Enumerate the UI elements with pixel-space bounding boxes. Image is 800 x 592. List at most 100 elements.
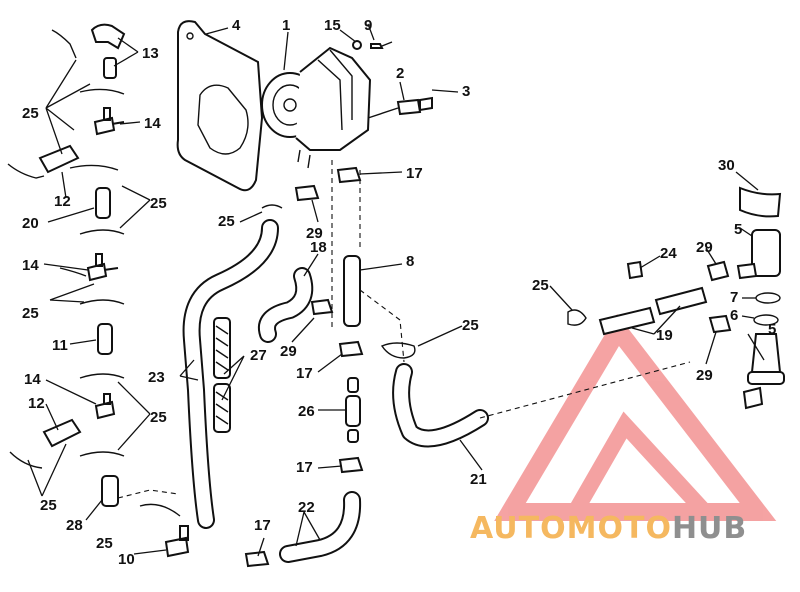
callout-30: 30	[718, 157, 735, 174]
callout-17b: 17	[296, 365, 313, 382]
watermark-hub: HUB	[672, 511, 747, 546]
watermark-triangle-inner	[568, 411, 711, 518]
hose-segment	[654, 286, 708, 316]
callout-12b: 12	[28, 395, 45, 412]
callout-12a: 12	[54, 193, 71, 210]
callout-25a: 25	[22, 105, 39, 122]
fuel-filter-bowl	[736, 229, 781, 280]
hose-clamp	[79, 299, 125, 305]
watermark-text: AUTOMOTOHUB	[470, 511, 747, 546]
callout-2: 2	[396, 65, 404, 82]
elbow-fitting	[164, 525, 190, 558]
clamp-29	[706, 260, 730, 282]
hose-clamp	[139, 503, 181, 517]
callout-21: 21	[470, 471, 487, 488]
tee-fitting	[86, 253, 119, 282]
callout-25d: 25	[150, 409, 167, 426]
primer-bulb	[345, 377, 361, 443]
callout-17a: 17	[406, 165, 423, 182]
callout-14b: 14	[22, 257, 39, 274]
callout-10: 10	[118, 551, 135, 568]
watermark-auto: AUTO	[470, 511, 567, 546]
line-segment	[9, 451, 43, 469]
callout-1: 1	[282, 17, 290, 34]
clamp-29	[708, 314, 732, 334]
line-segment	[51, 29, 77, 59]
hose-sleeves	[213, 317, 231, 433]
hose-clamp	[380, 342, 416, 359]
hose-clamp	[79, 229, 125, 235]
washer	[352, 40, 362, 50]
callout-25i: 25	[532, 277, 549, 294]
inline-filter	[42, 418, 82, 448]
screw	[370, 41, 393, 49]
callout-22: 22	[298, 499, 315, 516]
o-ring	[755, 292, 781, 304]
callout-14c: 14	[24, 371, 41, 388]
callout-15: 15	[324, 17, 341, 34]
fuel-hose	[343, 255, 361, 327]
hose-clamp	[567, 309, 587, 326]
callout-25g: 25	[218, 213, 235, 230]
callout-labels: 1 2 3 4 5 5 6 7 8 9 10 11 12 12 13 14 14…	[22, 17, 776, 568]
callout-14a: 14	[144, 115, 161, 132]
clamp-29	[310, 298, 334, 316]
callout-26: 26	[298, 403, 315, 420]
elbow-fitting	[90, 23, 126, 50]
hose-clamp	[79, 451, 125, 457]
callout-18: 18	[310, 239, 327, 256]
hose-piece	[97, 323, 113, 355]
tee-fitting	[94, 393, 116, 420]
fuel-fitting	[367, 96, 433, 119]
assembly-path	[331, 160, 361, 330]
clamp-17	[338, 456, 364, 474]
clamp-17	[244, 550, 270, 568]
callout-23: 23	[148, 369, 165, 386]
callout-17c: 17	[296, 459, 313, 476]
bracket-plate	[176, 20, 264, 192]
fuel-pump	[261, 46, 372, 169]
line-segment	[7, 163, 45, 179]
hose-segment	[598, 306, 656, 336]
filter-bracket	[739, 186, 782, 218]
callout-4: 4	[232, 17, 241, 34]
connector-tube	[103, 57, 117, 79]
callout-29c: 29	[696, 239, 713, 256]
line-segment	[59, 267, 87, 277]
callout-6: 6	[730, 307, 738, 324]
callout-29a: 29	[306, 225, 323, 242]
watermark-triangle-outer	[494, 313, 777, 521]
callout-17d: 17	[254, 517, 271, 534]
callout-9: 9	[364, 17, 372, 34]
leader-lines	[27, 23, 765, 557]
callout-25h: 25	[462, 317, 479, 334]
callout-25f: 25	[96, 535, 113, 552]
callout-29d: 29	[696, 367, 713, 384]
callout-25e: 25	[40, 497, 57, 514]
callout-27: 27	[250, 347, 267, 364]
clamp-29	[294, 184, 320, 202]
callout-11: 11	[52, 337, 68, 354]
callout-5b: 5	[768, 321, 776, 338]
callout-25b: 25	[150, 195, 167, 212]
hose-clamp	[79, 88, 125, 95]
hose-clamp	[261, 204, 283, 209]
callout-29b: 29	[280, 343, 297, 360]
assembly-path	[479, 361, 691, 419]
callout-20: 20	[22, 215, 39, 232]
callout-13: 13	[142, 45, 159, 62]
tee-fitting	[93, 107, 125, 136]
callout-7: 7	[730, 289, 738, 306]
assembly-path	[359, 289, 405, 363]
callout-3: 3	[462, 83, 470, 100]
callout-8: 8	[406, 253, 414, 270]
assembly-path	[117, 489, 179, 499]
callout-25c: 25	[22, 305, 39, 322]
callout-24: 24	[660, 245, 677, 262]
watermark-moto: MOTO	[567, 511, 672, 546]
clamp-17	[338, 340, 364, 358]
hose-clamp	[69, 164, 119, 171]
callout-19: 19	[656, 327, 673, 344]
hose-piece	[95, 187, 111, 219]
